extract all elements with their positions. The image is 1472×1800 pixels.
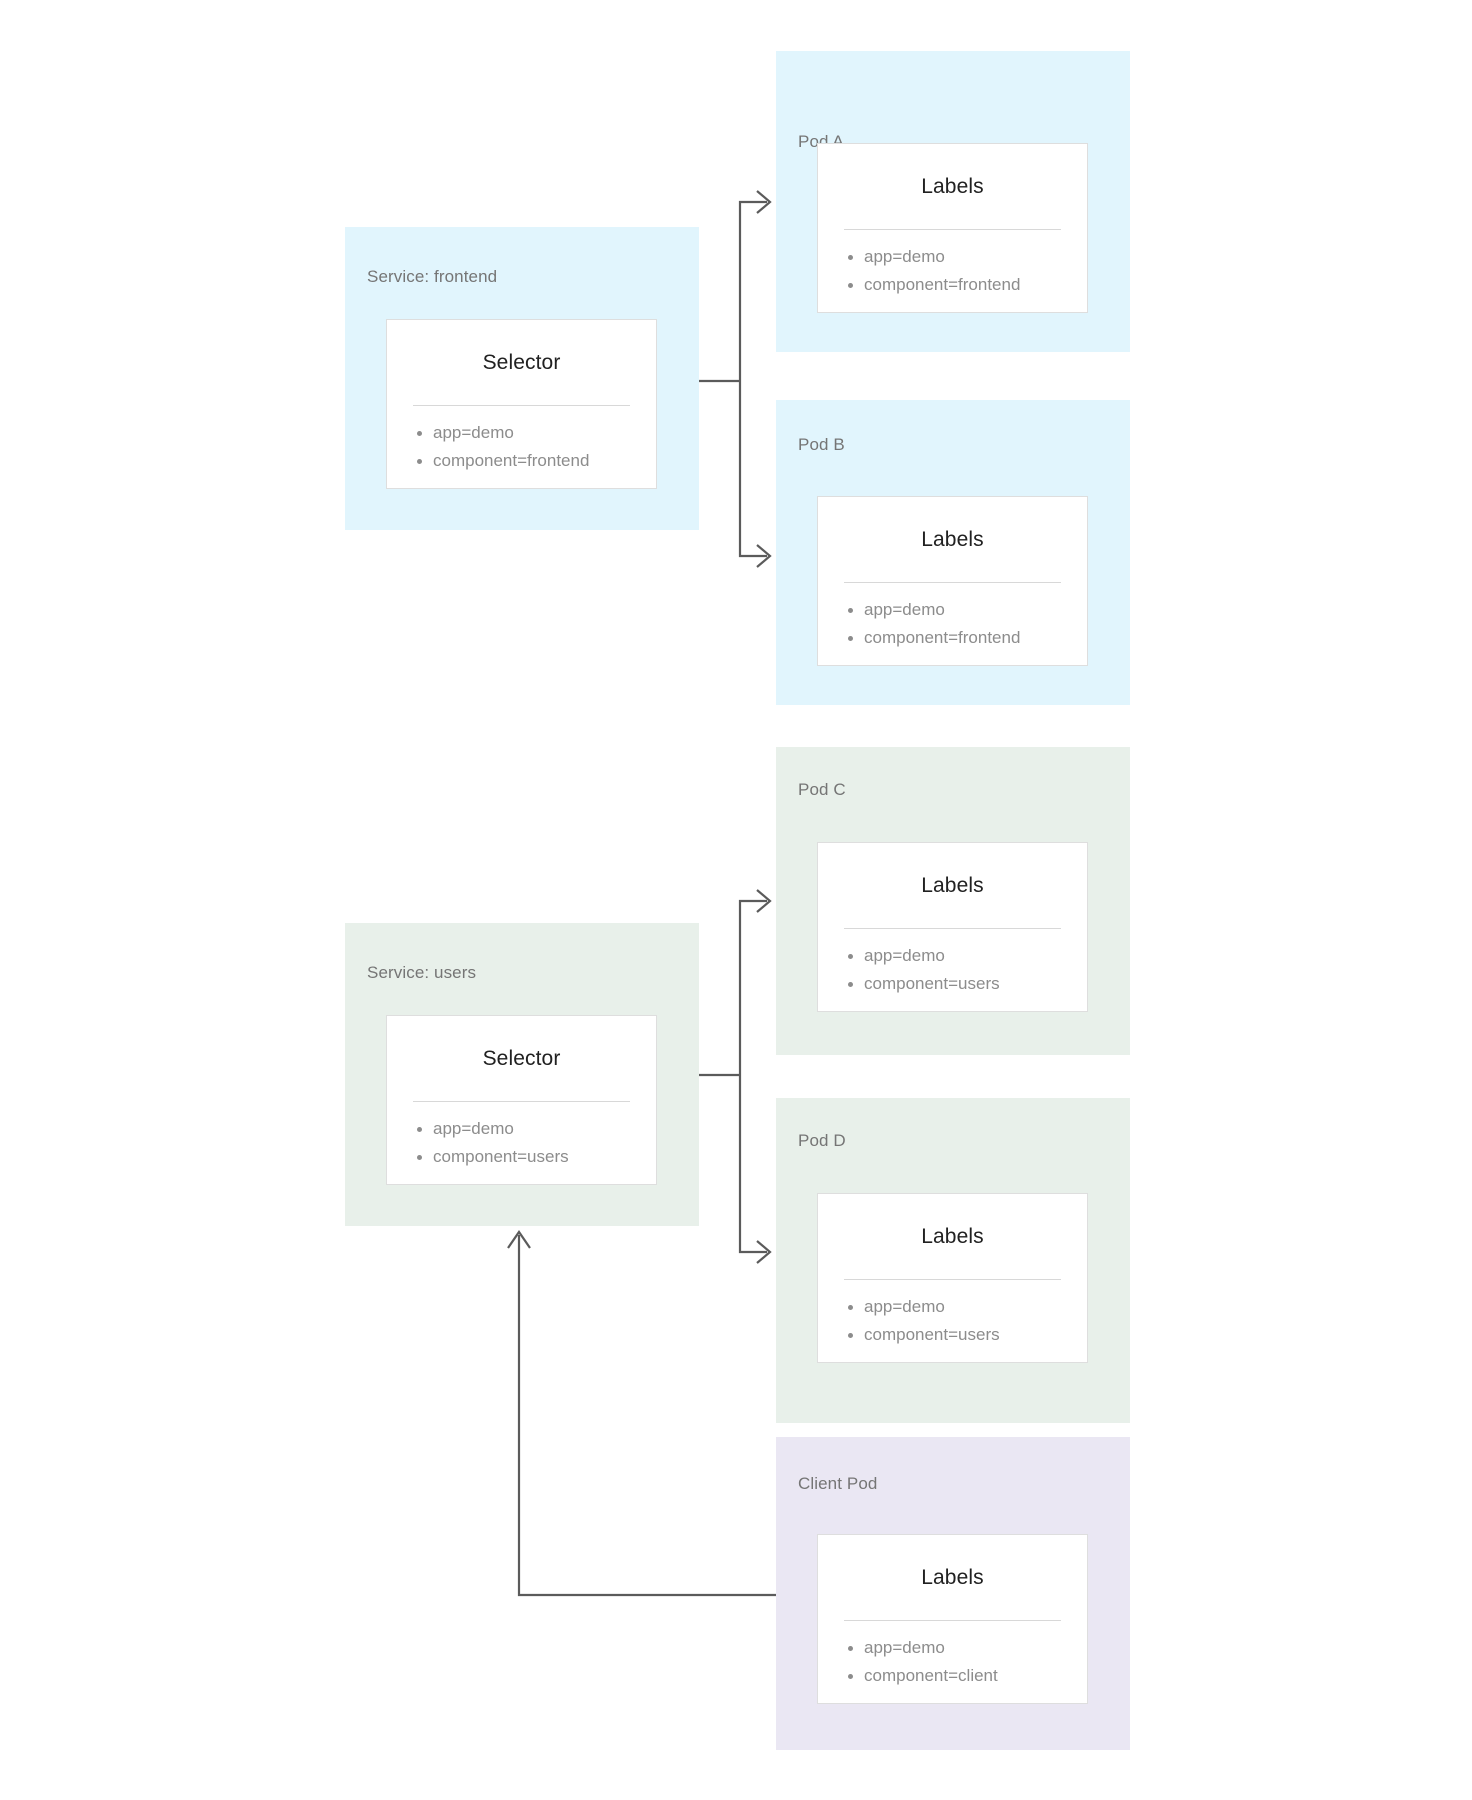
client-pod-labels-heading: Labels (921, 1566, 984, 1589)
pod-c-label-list: app=demo component=users (818, 942, 1087, 998)
pod-b-label-list: app=demo component=frontend (818, 596, 1087, 652)
list-item: app=demo (848, 596, 1087, 624)
arrowhead-icon-pod-a (756, 190, 772, 214)
service-users-divider (413, 1101, 630, 1102)
list-item: component=users (848, 970, 1087, 998)
pod-d-labels-card: Labels app=demo component=users (817, 1193, 1088, 1363)
pod-a-labels-card: Labels app=demo component=frontend (817, 143, 1088, 313)
service-frontend-selector-card: Selector app=demo component=frontend (386, 319, 657, 489)
pod-b-group: Pod B Labels app=demo component=frontend (776, 400, 1130, 705)
arrowhead-icon-pod-d (756, 1240, 772, 1264)
pod-c-group: Pod C Labels app=demo component=users (776, 747, 1130, 1055)
list-item: app=demo (417, 419, 656, 447)
pod-b-labels-card: Labels app=demo component=frontend (817, 496, 1088, 666)
pod-a-labels-heading: Labels (921, 175, 984, 198)
pod-b-title: Pod B (798, 435, 845, 454)
service-frontend-selector-list: app=demo component=frontend (387, 419, 656, 475)
pod-b-divider (844, 582, 1061, 583)
edge-client-to-users (517, 1235, 776, 1597)
service-users-selector-list: app=demo component=users (387, 1115, 656, 1171)
client-pod-label-list: app=demo component=client (818, 1634, 1087, 1690)
pod-a-label-list: app=demo component=frontend (818, 243, 1087, 299)
pod-d-label-list: app=demo component=users (818, 1293, 1087, 1349)
edge-users-to-pod-d (738, 1075, 767, 1254)
service-users-selector-card: Selector app=demo component=users (386, 1015, 657, 1185)
pod-d-title: Pod D (798, 1131, 846, 1150)
edge-frontend-to-pod-a (738, 200, 767, 381)
service-frontend-title: Service: frontend (367, 267, 498, 286)
list-item: component=client (848, 1662, 1087, 1690)
service-frontend-divider (413, 405, 630, 406)
service-frontend-selector-heading: Selector (482, 351, 561, 374)
pod-d-group: Pod D Labels app=demo component=users (776, 1098, 1130, 1423)
list-item: component=users (417, 1143, 656, 1171)
pod-b-labels-heading: Labels (921, 528, 984, 551)
list-item: app=demo (848, 942, 1087, 970)
client-pod-group: Client Pod Labels app=demo component=cli… (776, 1437, 1130, 1750)
list-item: component=frontend (848, 271, 1087, 299)
service-users-group: Service: users Selector app=demo compone… (345, 923, 699, 1226)
edge-frontend-to-pod-b (738, 381, 767, 558)
list-item: component=frontend (848, 624, 1087, 652)
pod-a-divider (844, 229, 1061, 230)
arrowhead-icon-users-service (507, 1230, 531, 1249)
pod-d-labels-heading: Labels (921, 1225, 984, 1248)
list-item: app=demo (848, 1634, 1087, 1662)
pod-c-title: Pod C (798, 780, 846, 799)
pod-c-labels-card: Labels app=demo component=users (817, 842, 1088, 1012)
pod-a-group: Pod A Labels app=demo component=frontend (776, 51, 1130, 352)
service-frontend-group: Service: frontend Selector app=demo comp… (345, 227, 699, 530)
pod-c-divider (844, 928, 1061, 929)
pod-d-divider (844, 1279, 1061, 1280)
list-item: app=demo (848, 243, 1087, 271)
list-item: app=demo (848, 1293, 1087, 1321)
list-item: app=demo (417, 1115, 656, 1143)
pod-c-labels-heading: Labels (921, 874, 984, 897)
list-item: component=users (848, 1321, 1087, 1349)
service-users-title: Service: users (367, 963, 477, 982)
edge-users-to-pod-c (738, 899, 767, 1075)
client-pod-divider (844, 1620, 1061, 1621)
list-item: component=frontend (417, 447, 656, 475)
client-pod-title: Client Pod (798, 1474, 878, 1493)
service-users-selector-heading: Selector (482, 1047, 561, 1070)
arrowhead-icon-pod-c (756, 889, 772, 913)
arrowhead-icon-pod-b (756, 544, 772, 568)
client-pod-labels-card: Labels app=demo component=client (817, 1534, 1088, 1704)
